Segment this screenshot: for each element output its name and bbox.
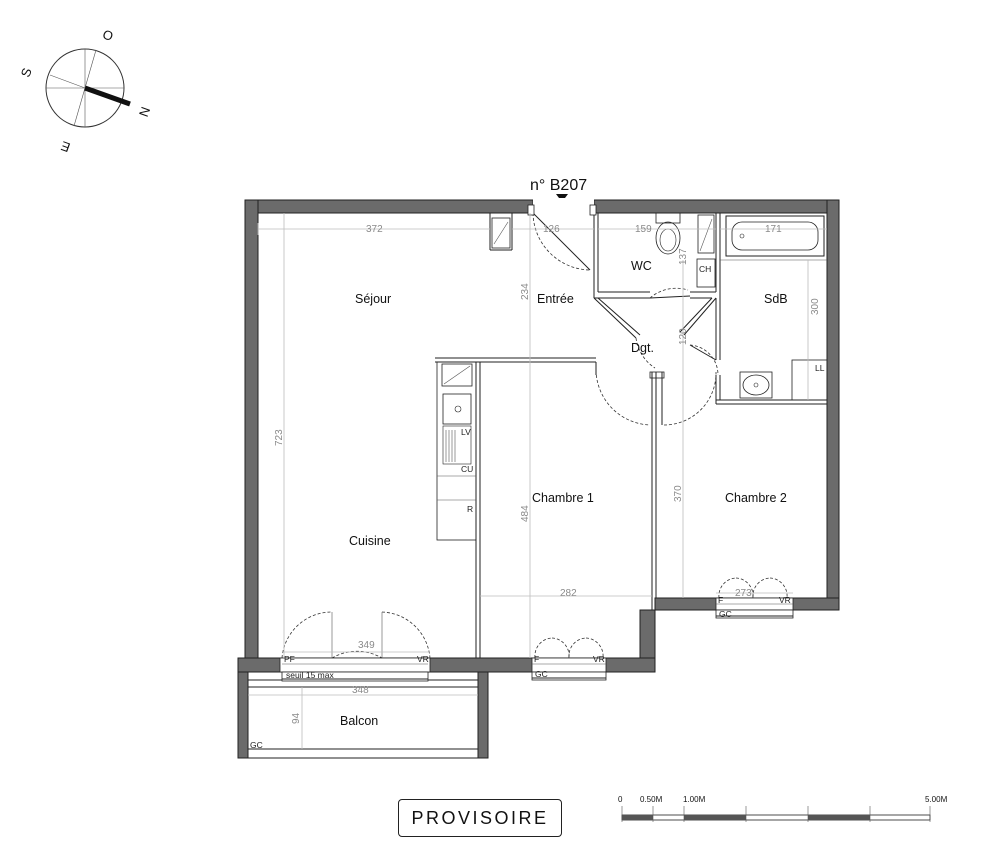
chambre2-f-label: F xyxy=(718,595,723,605)
scale-label-zero: 0 xyxy=(618,795,623,804)
chambre1-gc-label: GC xyxy=(535,669,548,679)
entrance-door[interactable] xyxy=(527,204,597,271)
wc-sink-icon xyxy=(697,214,715,254)
wc-toilet-icon xyxy=(655,212,681,255)
chambre2-door[interactable] xyxy=(663,371,717,426)
dim-chambre1-width: 282 xyxy=(560,588,577,599)
scale-label-five: 5.00M xyxy=(925,795,948,804)
cuisine-pf-label: PF xyxy=(284,654,295,664)
room-label-chambre2: Chambre 2 xyxy=(725,491,787,505)
scale-bar: 0 0.50M 1.00M 5.00M xyxy=(618,795,948,822)
dimension-lines xyxy=(248,213,827,749)
interior-walls xyxy=(435,213,827,658)
dim-sejour-width: 372 xyxy=(366,224,383,235)
dim-sejour-depth: 723 xyxy=(274,429,285,446)
compass-north-label: N xyxy=(136,105,153,119)
threshold-label: seuil 15 max xyxy=(286,670,334,680)
dim-chambre2-window: 273 xyxy=(735,588,752,599)
chambre1-window[interactable] xyxy=(534,637,604,659)
room-label-dgt: Dgt. xyxy=(631,341,654,355)
dim-dgt-depth: 120 xyxy=(678,328,689,345)
dim-balcon-depth: 94 xyxy=(291,712,302,724)
dim-sdb-depth: 300 xyxy=(810,298,821,315)
chambre1-f-label: F xyxy=(534,654,539,664)
sdb-door[interactable] xyxy=(689,344,719,376)
room-label-cuisine: Cuisine xyxy=(349,534,391,548)
water-heater-icon: CH xyxy=(696,258,716,288)
compass-south-label: S xyxy=(18,66,35,80)
washing-machine-space: LL xyxy=(791,359,828,401)
compass-west-label: O xyxy=(101,26,116,44)
washbasin-icon xyxy=(739,371,773,399)
compass-east-label: E xyxy=(59,138,73,155)
dim-cuisine-window: 349 xyxy=(358,640,375,651)
dim-entree-depth: 234 xyxy=(520,283,531,300)
scale-label-half: 0.50M xyxy=(640,795,663,804)
scale-label-one: 1.00M xyxy=(683,795,706,804)
dim-balcon-width: 348 xyxy=(352,685,369,696)
chambre1-vr-label: VR xyxy=(593,654,605,664)
chambre2-vr-label: VR xyxy=(779,595,791,605)
dim-chambre2-depth: 370 xyxy=(673,485,684,502)
room-label-balcon: Balcon xyxy=(340,714,378,728)
cuisine-french-door[interactable] xyxy=(281,611,431,659)
dim-sdb-width: 171 xyxy=(765,224,782,235)
bathtub-icon xyxy=(725,215,825,257)
dim-entree-width: 126 xyxy=(543,224,560,235)
room-label-entree: Entrée xyxy=(537,292,574,306)
room-label-wc: WC xyxy=(631,259,652,273)
fridge-label: R xyxy=(467,504,473,514)
cooktop-label: CU xyxy=(461,464,473,474)
electrical-panel xyxy=(491,217,511,249)
room-label-sdb: SdB xyxy=(764,292,788,306)
dim-wc-width: 159 xyxy=(635,224,652,235)
chambre1-door[interactable] xyxy=(595,362,651,426)
room-label-sejour: Séjour xyxy=(355,292,391,306)
kitchen-counter: LV CU R xyxy=(436,361,477,541)
chambre2-gc-label: GC xyxy=(719,609,732,619)
cuisine-vr-label: VR xyxy=(417,654,429,664)
water-heater-label: CH xyxy=(699,264,711,274)
provisional-stamp: PROVISOIRE xyxy=(398,799,562,837)
wc-door[interactable] xyxy=(649,287,691,299)
apartment-number: n° B207 xyxy=(530,177,587,194)
washing-machine-label: LL xyxy=(815,363,825,373)
dishwasher-label: LV xyxy=(461,427,471,437)
compass-rose: O S N E xyxy=(18,26,153,155)
dim-wc-depth: 137 xyxy=(678,248,689,265)
balcon-gc-label: GC xyxy=(250,740,263,750)
dgt-side-door[interactable] xyxy=(635,337,656,369)
chambre2-window[interactable] xyxy=(718,577,788,599)
dim-chambre1-depth: 484 xyxy=(520,505,531,522)
room-label-chambre1: Chambre 1 xyxy=(532,491,594,505)
